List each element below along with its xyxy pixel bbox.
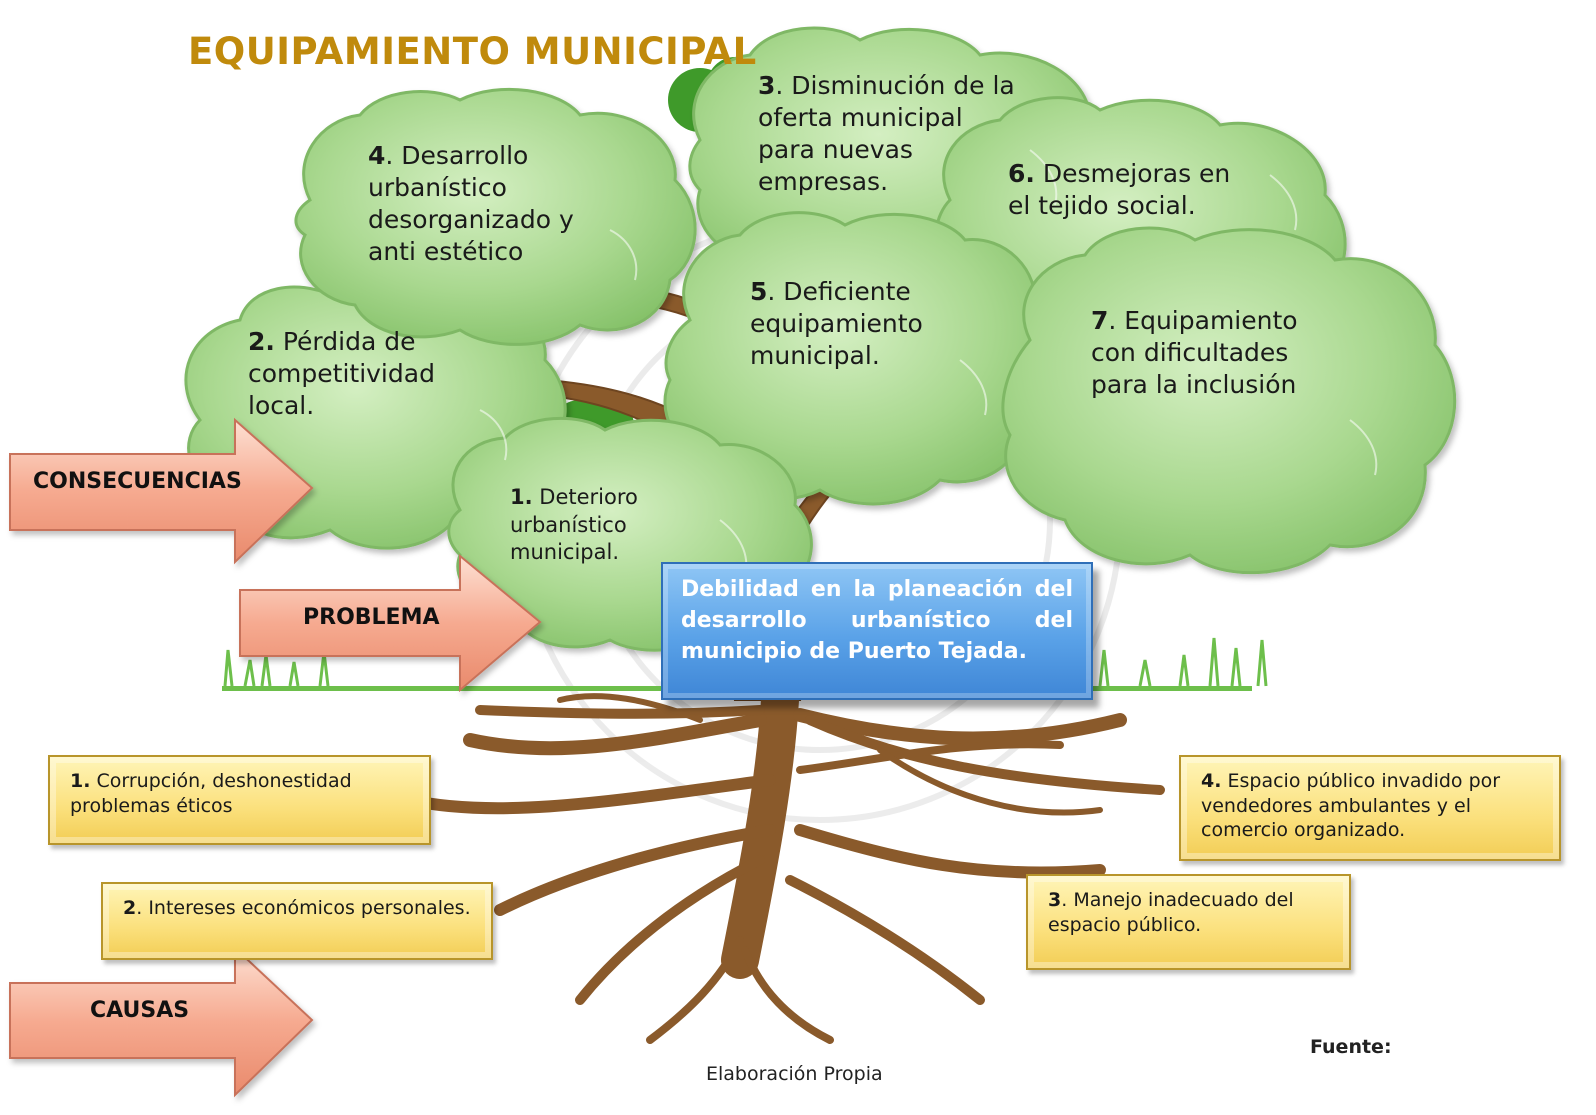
consequence-5: 5. Deficiente equipamiento municipal.: [750, 277, 923, 370]
tree-roots: [404, 681, 1165, 1044]
problem-box: Debilidad en la planeación del desarroll…: [661, 562, 1093, 700]
arrow-consecuencias: [9, 417, 314, 565]
arrow-problema: [239, 553, 542, 693]
cloud-highlights: [479, 149, 1378, 576]
source-label: Fuente:: [1310, 1036, 1392, 1058]
problem-text: Debilidad en la planeación del desarroll…: [681, 577, 1073, 665]
source-text: Elaboración Propia: [706, 1063, 883, 1085]
cloud-7: [1001, 226, 1457, 575]
label-causas: CAUSAS: [90, 998, 190, 1023]
consequence-7: 7. Equipamiento con dificultades para la…: [1091, 306, 1298, 399]
consequence-6: 6. Desmejoras en el tejido social.: [1008, 159, 1231, 220]
consequence-3: 3. Disminución de la oferta municipal pa…: [758, 71, 1015, 196]
cause-1: 1. Corrupción, deshonestidad problemas é…: [48, 755, 431, 845]
consequence-clouds: [184, 26, 1457, 652]
arrow-causas: [9, 945, 314, 1098]
label-consecuencias: CONSECUENCIAS: [33, 469, 242, 494]
diagram-title: EQUIPAMIENTO MUNICIPAL: [188, 30, 757, 73]
cause-2: 2. Intereses económicos personales.: [101, 882, 493, 960]
cloud-4: [294, 87, 697, 346]
consequence-1: 1. Deterioro urbanístico municipal.: [510, 485, 638, 565]
label-problema: PROBLEMA: [303, 605, 440, 630]
cause-4: 4. Espacio público invadido por vendedor…: [1179, 755, 1561, 861]
consequence-2: 2. Pérdida de competitividad local.: [248, 327, 435, 420]
cause-3: 3. Manejo inadecuado del espacio público…: [1026, 874, 1351, 970]
consequence-4: 4. Desarrollo urbanístico desorganizado …: [368, 141, 574, 266]
